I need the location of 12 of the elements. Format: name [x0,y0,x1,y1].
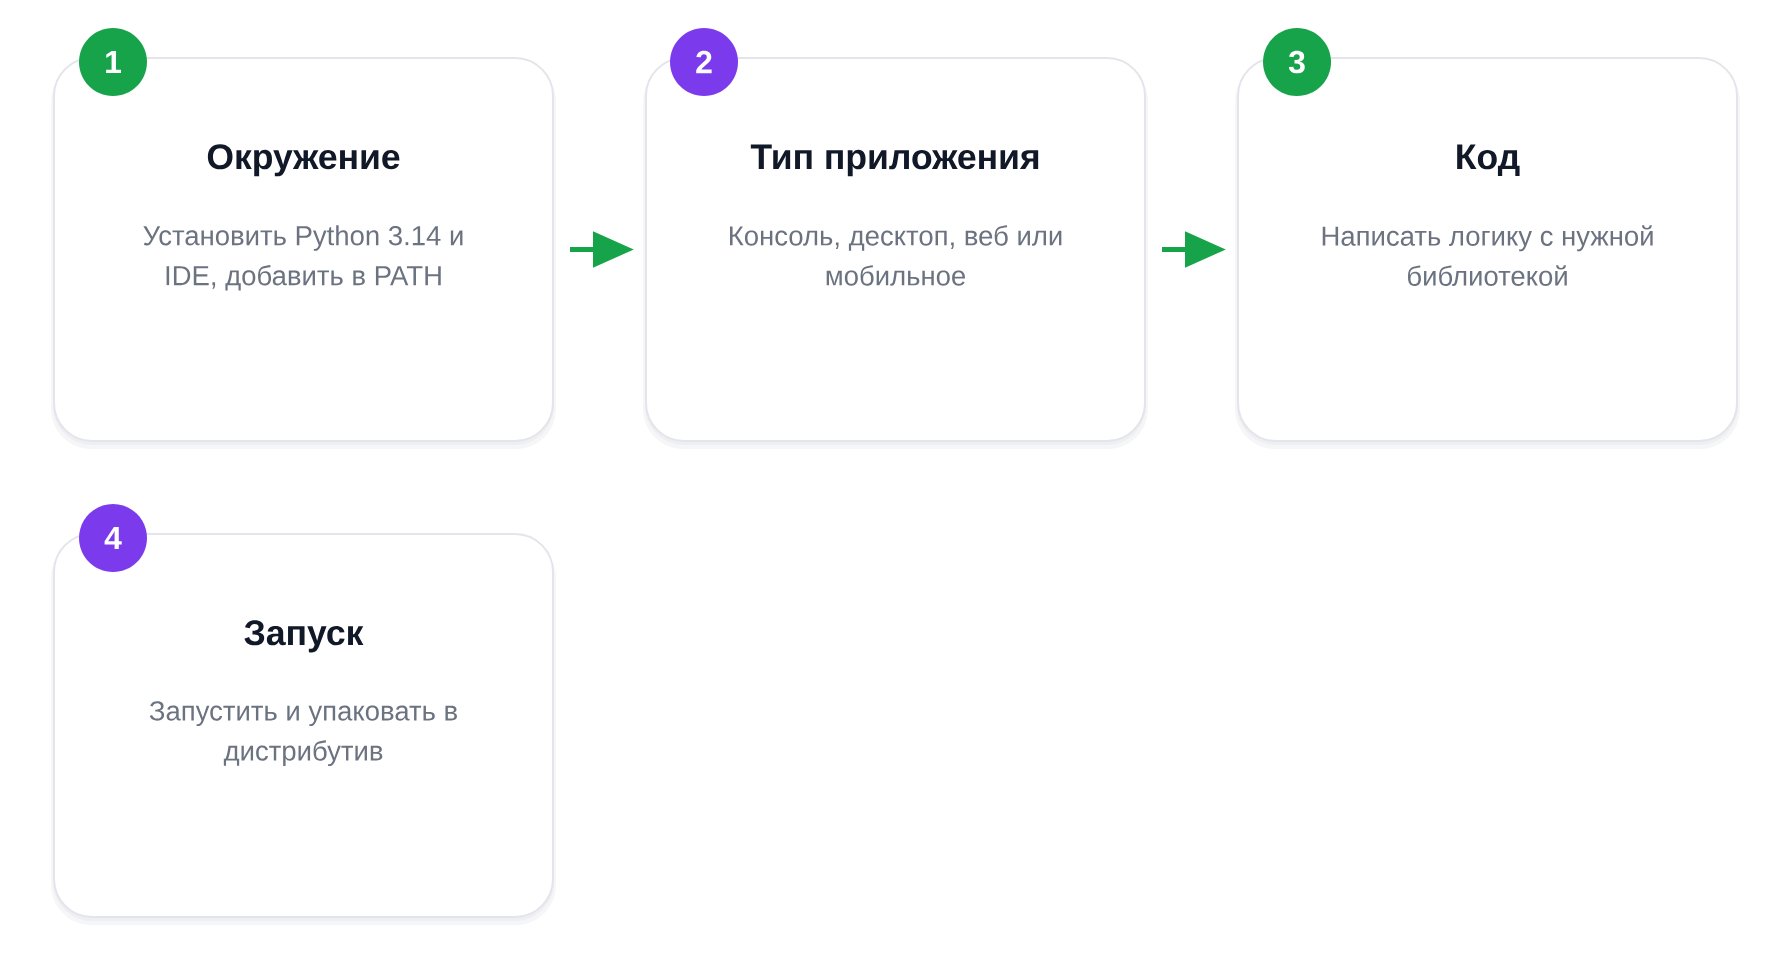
card-title: Окружение [207,144,400,177]
card-text: Консоль, десктоп, веб или мобильное [730,225,1062,286]
card-text: Запустить и упаковать в дистрибутив [149,701,457,767]
card-text: Написать логику с нужной библиотекой [1322,225,1653,286]
step-badge: 1 [79,28,147,96]
card-title: Тип приложения [750,144,1039,177]
step-badge: 4 [79,504,147,572]
card-text: Установить Python 3.14 и IDE, добавить в PATH [143,225,463,291]
card-title: Код [1457,144,1520,177]
card-title: Запуск [244,620,364,653]
step-badge: 3 [1263,28,1331,96]
step-badge: 2 [670,28,738,96]
